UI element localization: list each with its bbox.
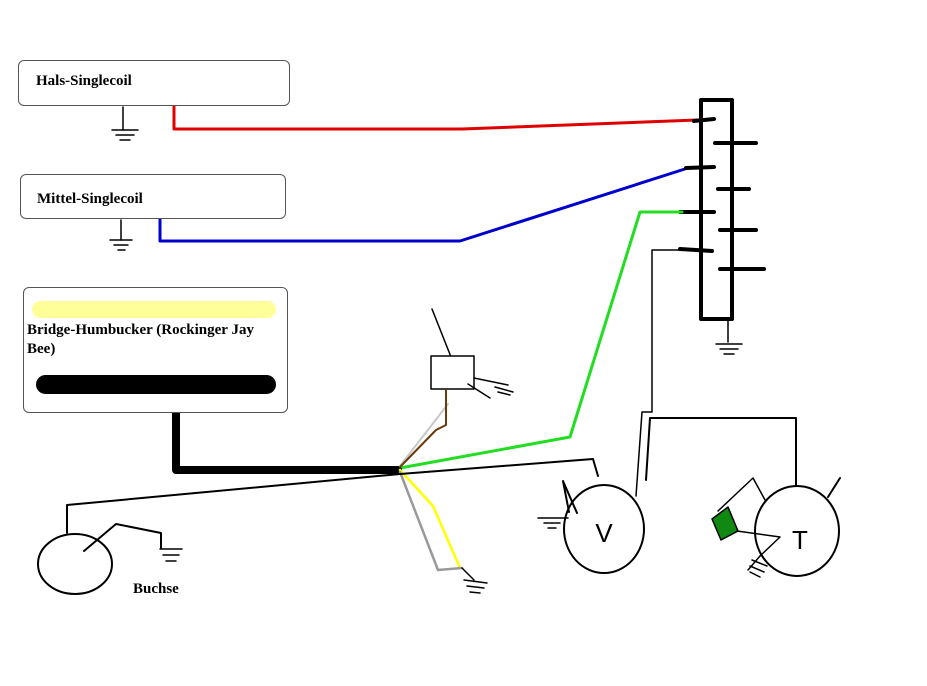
selector-switch [678,98,766,321]
switch-lug [692,117,716,123]
switch-lug [684,165,716,170]
switch-to-volume-wire [635,249,683,497]
bridge-pickup-label: Bridge-Humbucker (Rockinger Jay Bee) [27,322,254,357]
gray-strand [398,470,464,572]
capacitor-icon [711,506,739,541]
tone-pot-lug [827,477,841,498]
humbucker-coil-bottom [36,375,276,394]
middle-ground-icon [109,219,133,251]
yellow-strand [398,468,462,570]
jack-tip-wire [83,523,162,552]
volume-to-tone-wire [645,417,797,488]
switch-ground-icon [715,318,743,355]
switch-output-wire [398,210,684,470]
tone-pot-symbol: T [792,525,808,555]
brown-strand [399,389,447,468]
volume-pot-circle [563,484,645,574]
middle-pickup-label: Mittel-Singlecoil [37,191,143,207]
humbucker-lead [172,409,402,474]
middle-pickup-box: Mittel-Singlecoil [20,174,286,219]
neck-pickup-label: Hals-Singlecoil [36,73,132,89]
neck-pickup-box: Hals-Singlecoil [18,60,290,106]
volume-pot-symbol: V [595,518,613,548]
switch-body [699,98,734,321]
volume-pot-ground-lug [562,480,578,514]
humbucker-coil-top [32,301,276,318]
capacitor-lead-bottom [736,530,781,557]
ground-bus-wire [66,458,599,534]
silver-strand [399,403,449,467]
middle-hot-wire [158,166,690,243]
bridge-pickup-box: Bridge-Humbucker (Rockinger Jay Bee) [23,287,288,413]
tone-ground-icon [747,555,768,578]
switch-lug [678,247,714,253]
capacitor-lead-top [717,477,766,512]
neck-ground-icon [111,106,139,141]
neck-hot-wire [172,105,716,131]
jack-circle [37,533,113,595]
jack-ground-icon [159,548,183,562]
coil-tap-switch [430,308,514,399]
jack-label: Buchse [133,581,179,597]
volume-ground-icon [537,517,569,529]
tone-pot-circle [754,485,840,577]
strand-ground-icon [461,567,488,594]
